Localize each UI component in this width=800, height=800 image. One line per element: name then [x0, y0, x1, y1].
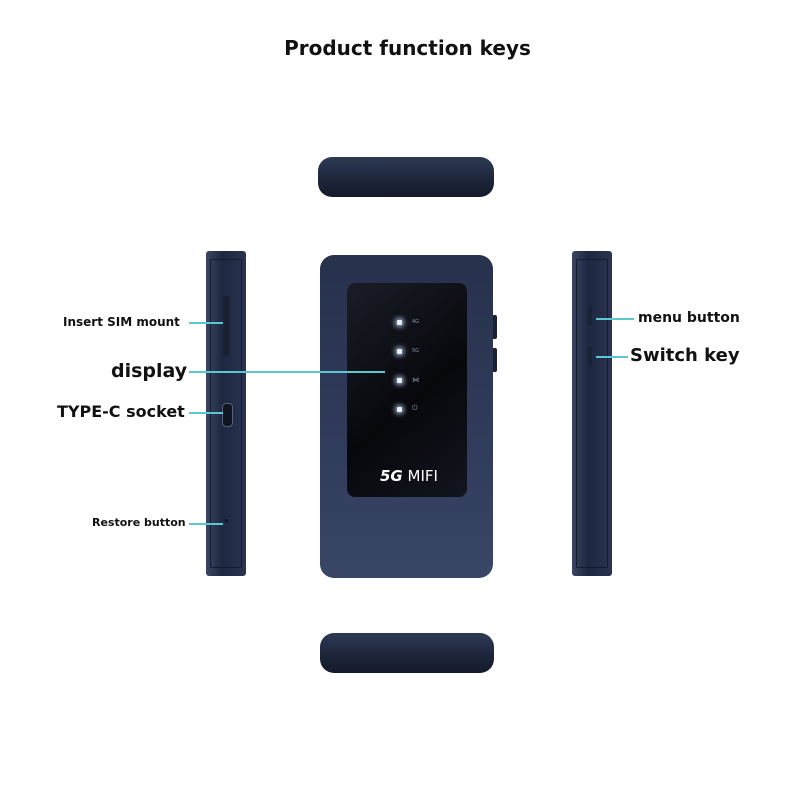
led-power [397, 407, 402, 412]
restore-hole [225, 519, 228, 522]
brand-logo: 5G MIFI [380, 467, 438, 485]
front-side-button-1 [492, 315, 497, 339]
front-side-button-2 [492, 348, 497, 372]
sim-slot [223, 296, 230, 356]
callout-menu [596, 318, 634, 320]
callout-display [189, 371, 385, 373]
wifi-icon: ⋈ [412, 376, 419, 384]
device-front-view: 4G 5G ⋈ ⏻ 5G MIFI [320, 255, 493, 578]
label-sim: Insert SIM mount [63, 315, 180, 329]
display-panel: 4G 5G ⋈ ⏻ 5G MIFI [347, 283, 467, 497]
label-typec: TYPE-C socket [57, 402, 185, 421]
switch-key[interactable] [588, 347, 592, 367]
label-switch: Switch key [630, 345, 740, 366]
led-5g [397, 349, 402, 354]
device-top-view [318, 157, 494, 197]
label-restore: Restore button [92, 516, 186, 529]
device-right-side-view [572, 251, 612, 576]
signal-5g-icon: 5G [412, 348, 420, 354]
led-wifi [397, 378, 402, 383]
callout-switch [596, 356, 628, 358]
menu-button[interactable] [588, 305, 592, 325]
type-c-port [222, 403, 233, 427]
device-bottom-view [320, 633, 494, 673]
label-display: display [111, 360, 188, 382]
led-4g [397, 320, 402, 325]
callout-typec [189, 412, 223, 414]
callout-restore [189, 523, 223, 525]
label-menu: menu button [638, 310, 740, 326]
diagram-title: Product function keys [284, 36, 531, 60]
callout-sim [189, 322, 223, 324]
signal-4g-icon: 4G [412, 319, 420, 325]
power-icon: ⏻ [412, 404, 418, 412]
